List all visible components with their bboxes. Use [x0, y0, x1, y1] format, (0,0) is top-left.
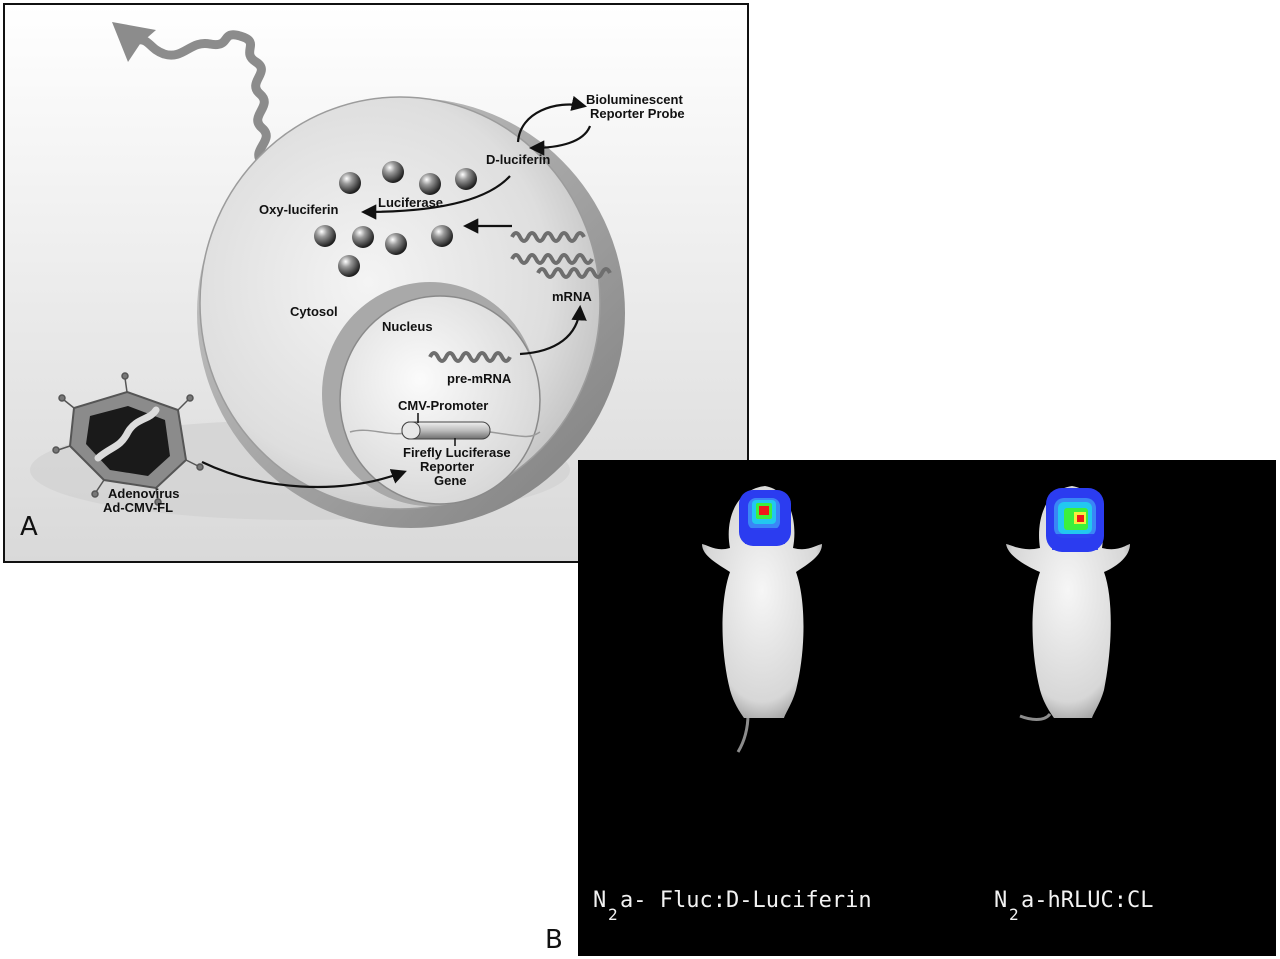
pre-mrna-strand [428, 351, 512, 363]
panel-a: Bioluminescent Reporter Probe D-luciferi… [3, 3, 749, 563]
adenovirus [52, 372, 204, 506]
luciferase-sphere [339, 172, 361, 194]
label-cytosol: Cytosol [290, 304, 338, 319]
mouse-right [1006, 486, 1130, 721]
luciferase-sphere [338, 255, 360, 277]
adenovirus-spikes [52, 372, 204, 506]
label-luciferase: Luciferase [378, 195, 443, 210]
promoter-segment [401, 421, 421, 440]
panel-b: N 2 a- Fluc:D-Luciferin N 2 a-hRLUC:CL B [545, 460, 1276, 956]
light-emission-wave [205, 30, 271, 167]
luciferase-sphere [431, 225, 453, 247]
panel-a-letter: A [20, 512, 38, 542]
arrow-premrna-to-mrna [519, 304, 587, 356]
arrow-probe-return [528, 125, 592, 156]
adenovirus-core [86, 406, 170, 476]
mouse-left [702, 486, 822, 753]
nucleus [339, 295, 541, 505]
luciferase-sphere [314, 225, 336, 247]
luciferase-proteins [314, 161, 477, 277]
heat-signal-left [739, 490, 791, 546]
label-oxy-luciferin: Oxy-luciferin [259, 202, 339, 217]
heat-signal-right [1046, 488, 1104, 552]
caption-left-subscript: 2 [608, 905, 618, 924]
label-pre-mrna: pre-mRNA [447, 371, 512, 386]
mouse-left-body [702, 486, 822, 718]
caption-right-prefix: N [994, 888, 1007, 913]
label-mrna: mRNA [552, 289, 592, 304]
arrow-dluciferin-to-oxyluciferin [360, 175, 511, 220]
label-gene-line3: Gene [434, 473, 467, 488]
luciferase-sphere [385, 233, 407, 255]
arrow-virus-to-gene [201, 461, 407, 489]
luciferase-sphere [352, 226, 374, 248]
label-nucleus: Nucleus [382, 319, 433, 334]
light-emission-wave-tail [131, 35, 215, 60]
caption-left-prefix: N [593, 888, 606, 913]
mrna-strands [510, 231, 612, 279]
caption-right-subscript: 2 [1009, 905, 1019, 924]
caption-left-text: a- Fluc:D-Luciferin [620, 888, 872, 913]
mouse-right-tail [1019, 712, 1052, 721]
label-d-luciferin: D-luciferin [486, 152, 550, 167]
luciferase-sphere [455, 168, 477, 190]
label-gene-line2: Reporter [420, 459, 474, 474]
label-probe-line2: Reporter Probe [590, 106, 685, 121]
label-adenovirus-line1: Adenovirus [108, 486, 180, 501]
panel-b-letter: B [545, 925, 563, 955]
caption-right-text: a-hRLUC:CL [1021, 888, 1153, 913]
label-cmv-promoter: CMV-Promoter [398, 398, 488, 413]
label-adenovirus-line2: Ad-CMV-FL [103, 500, 173, 515]
label-gene-line1: Firefly Luciferase [403, 445, 511, 460]
luciferase-sphere [382, 161, 404, 183]
luciferase-sphere [419, 173, 441, 195]
arrow-probe-to-dluciferin [516, 95, 588, 143]
label-probe-line1: Bioluminescent [586, 92, 683, 107]
reporter-gene [349, 413, 541, 446]
adenovirus-genome [94, 406, 160, 462]
pathway-arrows [201, 95, 592, 489]
panel-b-frame [578, 460, 1276, 956]
